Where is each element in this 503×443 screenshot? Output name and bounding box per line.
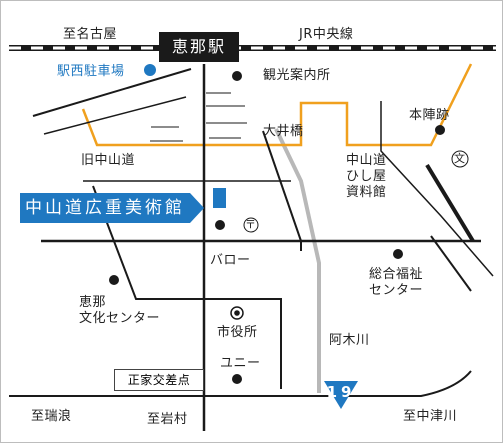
- valor-marker: [393, 249, 403, 259]
- city-hall-label: 市役所: [217, 325, 258, 340]
- welfare-center-label: 総合福祉 センター: [369, 267, 424, 298]
- to-nakatsugawa-label: 至中津川: [403, 409, 458, 424]
- honjin-ruins-label: 本陣跡: [409, 108, 450, 123]
- city-hall-marker-inner: [234, 310, 240, 316]
- valor-label: バロー: [210, 253, 251, 268]
- hiroshige-museum-banner: 中山道広重美術館: [20, 193, 204, 223]
- post-office-circle: [243, 217, 259, 233]
- school-symbol: 文: [454, 152, 466, 165]
- uny-label: ユニー: [220, 356, 261, 371]
- kyu-nakasendo-label: 旧中山道: [81, 153, 136, 168]
- hishiya-museum-label: 中山道 ひし屋 資料館: [346, 153, 387, 200]
- to-mizunami-label: 至瑞浪: [31, 409, 72, 424]
- shoke-intersection-label: 正家交差点: [114, 369, 204, 391]
- west-parking-marker: [144, 64, 156, 76]
- to-iwamura-label: 至岩村: [147, 412, 188, 427]
- ena-station-label: 恵那駅: [159, 32, 239, 62]
- to-nagoya-label: 至名古屋: [63, 27, 118, 42]
- bunka-center-label: 恵那 文化センター: [79, 295, 161, 326]
- akigawa-river-label: 阿木川: [329, 333, 370, 348]
- tourist-info-marker: [232, 71, 242, 81]
- akigawa-river-line: [274, 128, 321, 393]
- honjin-ruins-marker: [435, 125, 445, 135]
- west-parking-label: 駅西駐車場: [57, 64, 125, 79]
- museum-location-marker: [213, 188, 226, 208]
- uny-marker: [232, 374, 242, 384]
- road-network: [9, 64, 494, 431]
- museum-dot-marker: [215, 220, 225, 230]
- oi-bridge-label: 大井橋: [263, 124, 304, 139]
- jr-chuo-line-label: JR中央線: [299, 27, 354, 42]
- post-office-symbol: 〒: [245, 218, 257, 231]
- route-19-number: 19: [326, 383, 356, 401]
- poi-markers: [109, 64, 469, 384]
- bunka-center-marker: [109, 275, 119, 285]
- tourist-info-label: 観光案内所: [263, 68, 331, 83]
- orange-route: [81, 63, 473, 147]
- school-circle: [451, 150, 469, 168]
- route-19-shield: [324, 381, 358, 409]
